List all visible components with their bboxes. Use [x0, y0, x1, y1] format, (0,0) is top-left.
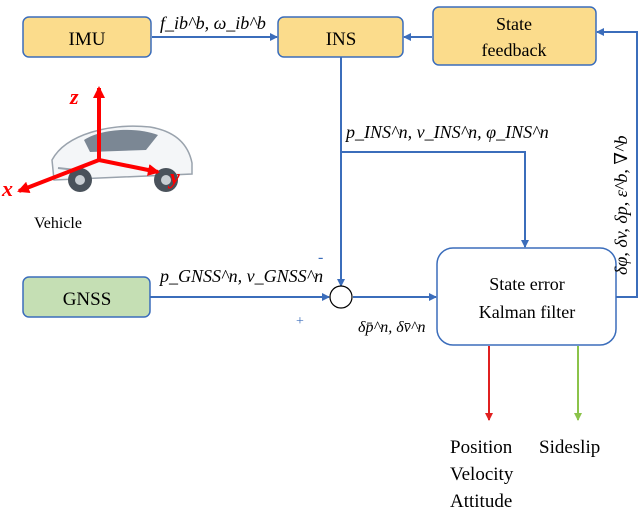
vehicle-label: Vehicle: [34, 215, 82, 232]
ins-to-kalman-arrow: [341, 151, 529, 248]
state-feedback-label-line1: State: [496, 14, 532, 34]
gnss-output-label: p_GNSS^n, v_GNSS^n: [158, 266, 323, 286]
axis-arrows: [17, 86, 160, 193]
vehicle-illustration: z y x Vehicle: [1, 84, 193, 232]
ins-label: INS: [326, 29, 357, 50]
summing-junction: [329, 285, 353, 309]
output-position: Position: [450, 437, 513, 458]
error-signal-label: δp̄^n, δv̄^n: [358, 319, 425, 336]
output-velocity: Velocity: [450, 464, 514, 485]
axis-z-label: z: [69, 84, 79, 109]
minus-sign: -: [318, 249, 323, 266]
kalman-label-line2: Kalman filter: [479, 302, 575, 322]
feedback-signal-label: δφ, δv, δp, ε^b, ∇^b: [611, 135, 631, 275]
ins-output-label: p_INS^n, v_INS^n, φ_INS^n: [344, 122, 549, 142]
gnss-label: GNSS: [63, 289, 112, 310]
imu-signal-label: f_ib^b, ω_ib^b: [160, 13, 266, 33]
imu-label: IMU: [69, 29, 106, 50]
state-feedback-label-line2: feedback: [482, 40, 547, 60]
plus-sign: +: [296, 314, 304, 329]
axis-x-label: x: [1, 176, 13, 201]
kalman-label-line1: State error: [489, 274, 564, 294]
output-attitude: Attitude: [450, 491, 512, 512]
gnss-block[interactable]: GNSS: [22, 276, 151, 318]
output-sideslip: Sideslip: [539, 437, 600, 458]
car-icon: [51, 125, 193, 192]
ins-block[interactable]: INS: [277, 16, 404, 58]
state-feedback-block[interactable]: State feedback: [432, 6, 597, 66]
axis-y-label: y: [167, 164, 180, 189]
imu-block[interactable]: IMU: [22, 16, 152, 58]
kalman-to-feedback-arrow: [596, 28, 638, 298]
kalman-filter-block[interactable]: State error Kalman filter: [436, 247, 617, 346]
connectors: [150, 28, 638, 301]
